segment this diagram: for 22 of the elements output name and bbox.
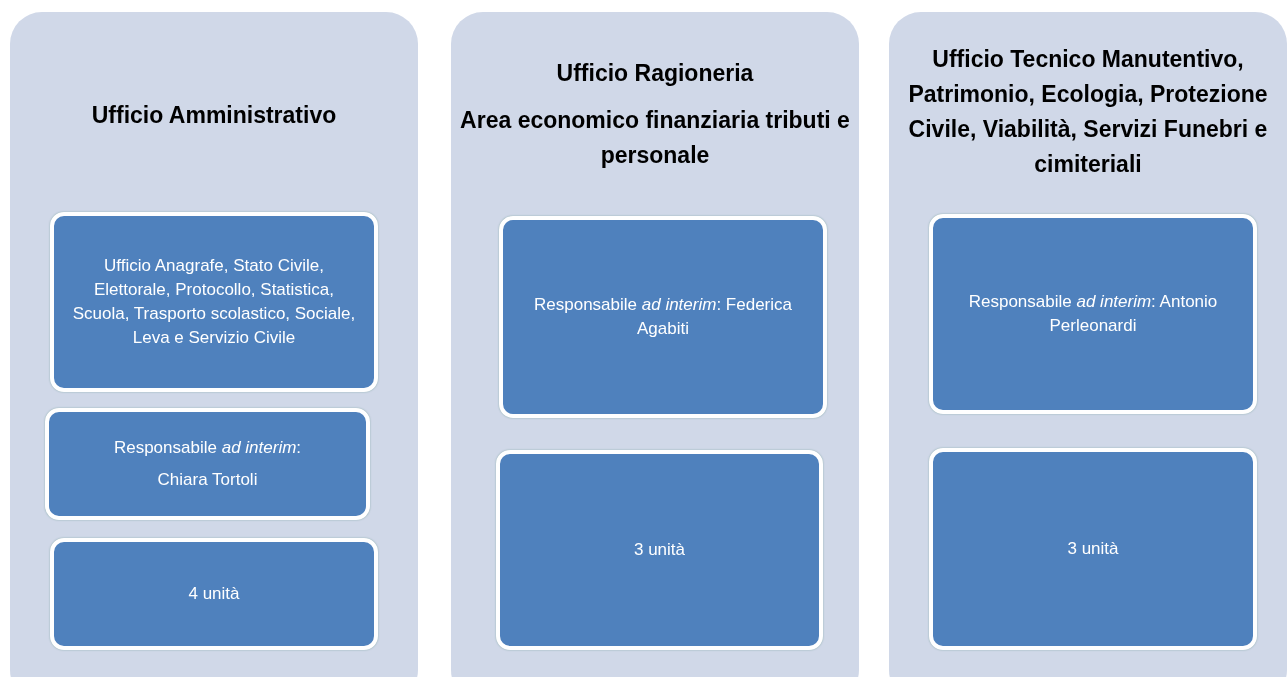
department-title: Ufficio Ragioneria [556,59,754,88]
office-box [50,212,378,392]
office-box [496,450,823,650]
office-text: 4 unità [188,583,240,605]
department-title: Ufficio Tecnico Manutentivo, Patrimonio, Ecologia, Protezione Civile, Viabilità, Servizi Funebri e cimiteriali [907,45,1269,179]
office-text: Ufficio Anagrafe, Stato Civile, Elettorale, Protocollo, Statistica, Scuola, Trasporto scolastico, Sociale, Leva e Servizio Civile [71,255,357,349]
office-box [929,448,1257,650]
office-box [929,214,1257,414]
office-text: Chiara Tortoli [157,469,258,491]
office-text: Responsabile ad interim: Federica Agabiti [533,294,793,340]
department-panel [451,12,859,677]
department-panel [10,12,418,677]
department-panel [889,12,1287,677]
office-box [499,216,827,418]
department-title: Area economico finanziaria tributi e personale [460,106,850,170]
office-text: 3 unità [633,539,685,561]
office-box [50,538,378,650]
office-text: 3 unità [1067,538,1119,560]
office-text: Responsabile ad interim: [113,437,302,459]
office-box [45,408,370,520]
department-title: Ufficio Amministrativo [91,101,337,130]
office-text: Responsabile ad interim: Antonio Perleonardi [967,291,1219,337]
